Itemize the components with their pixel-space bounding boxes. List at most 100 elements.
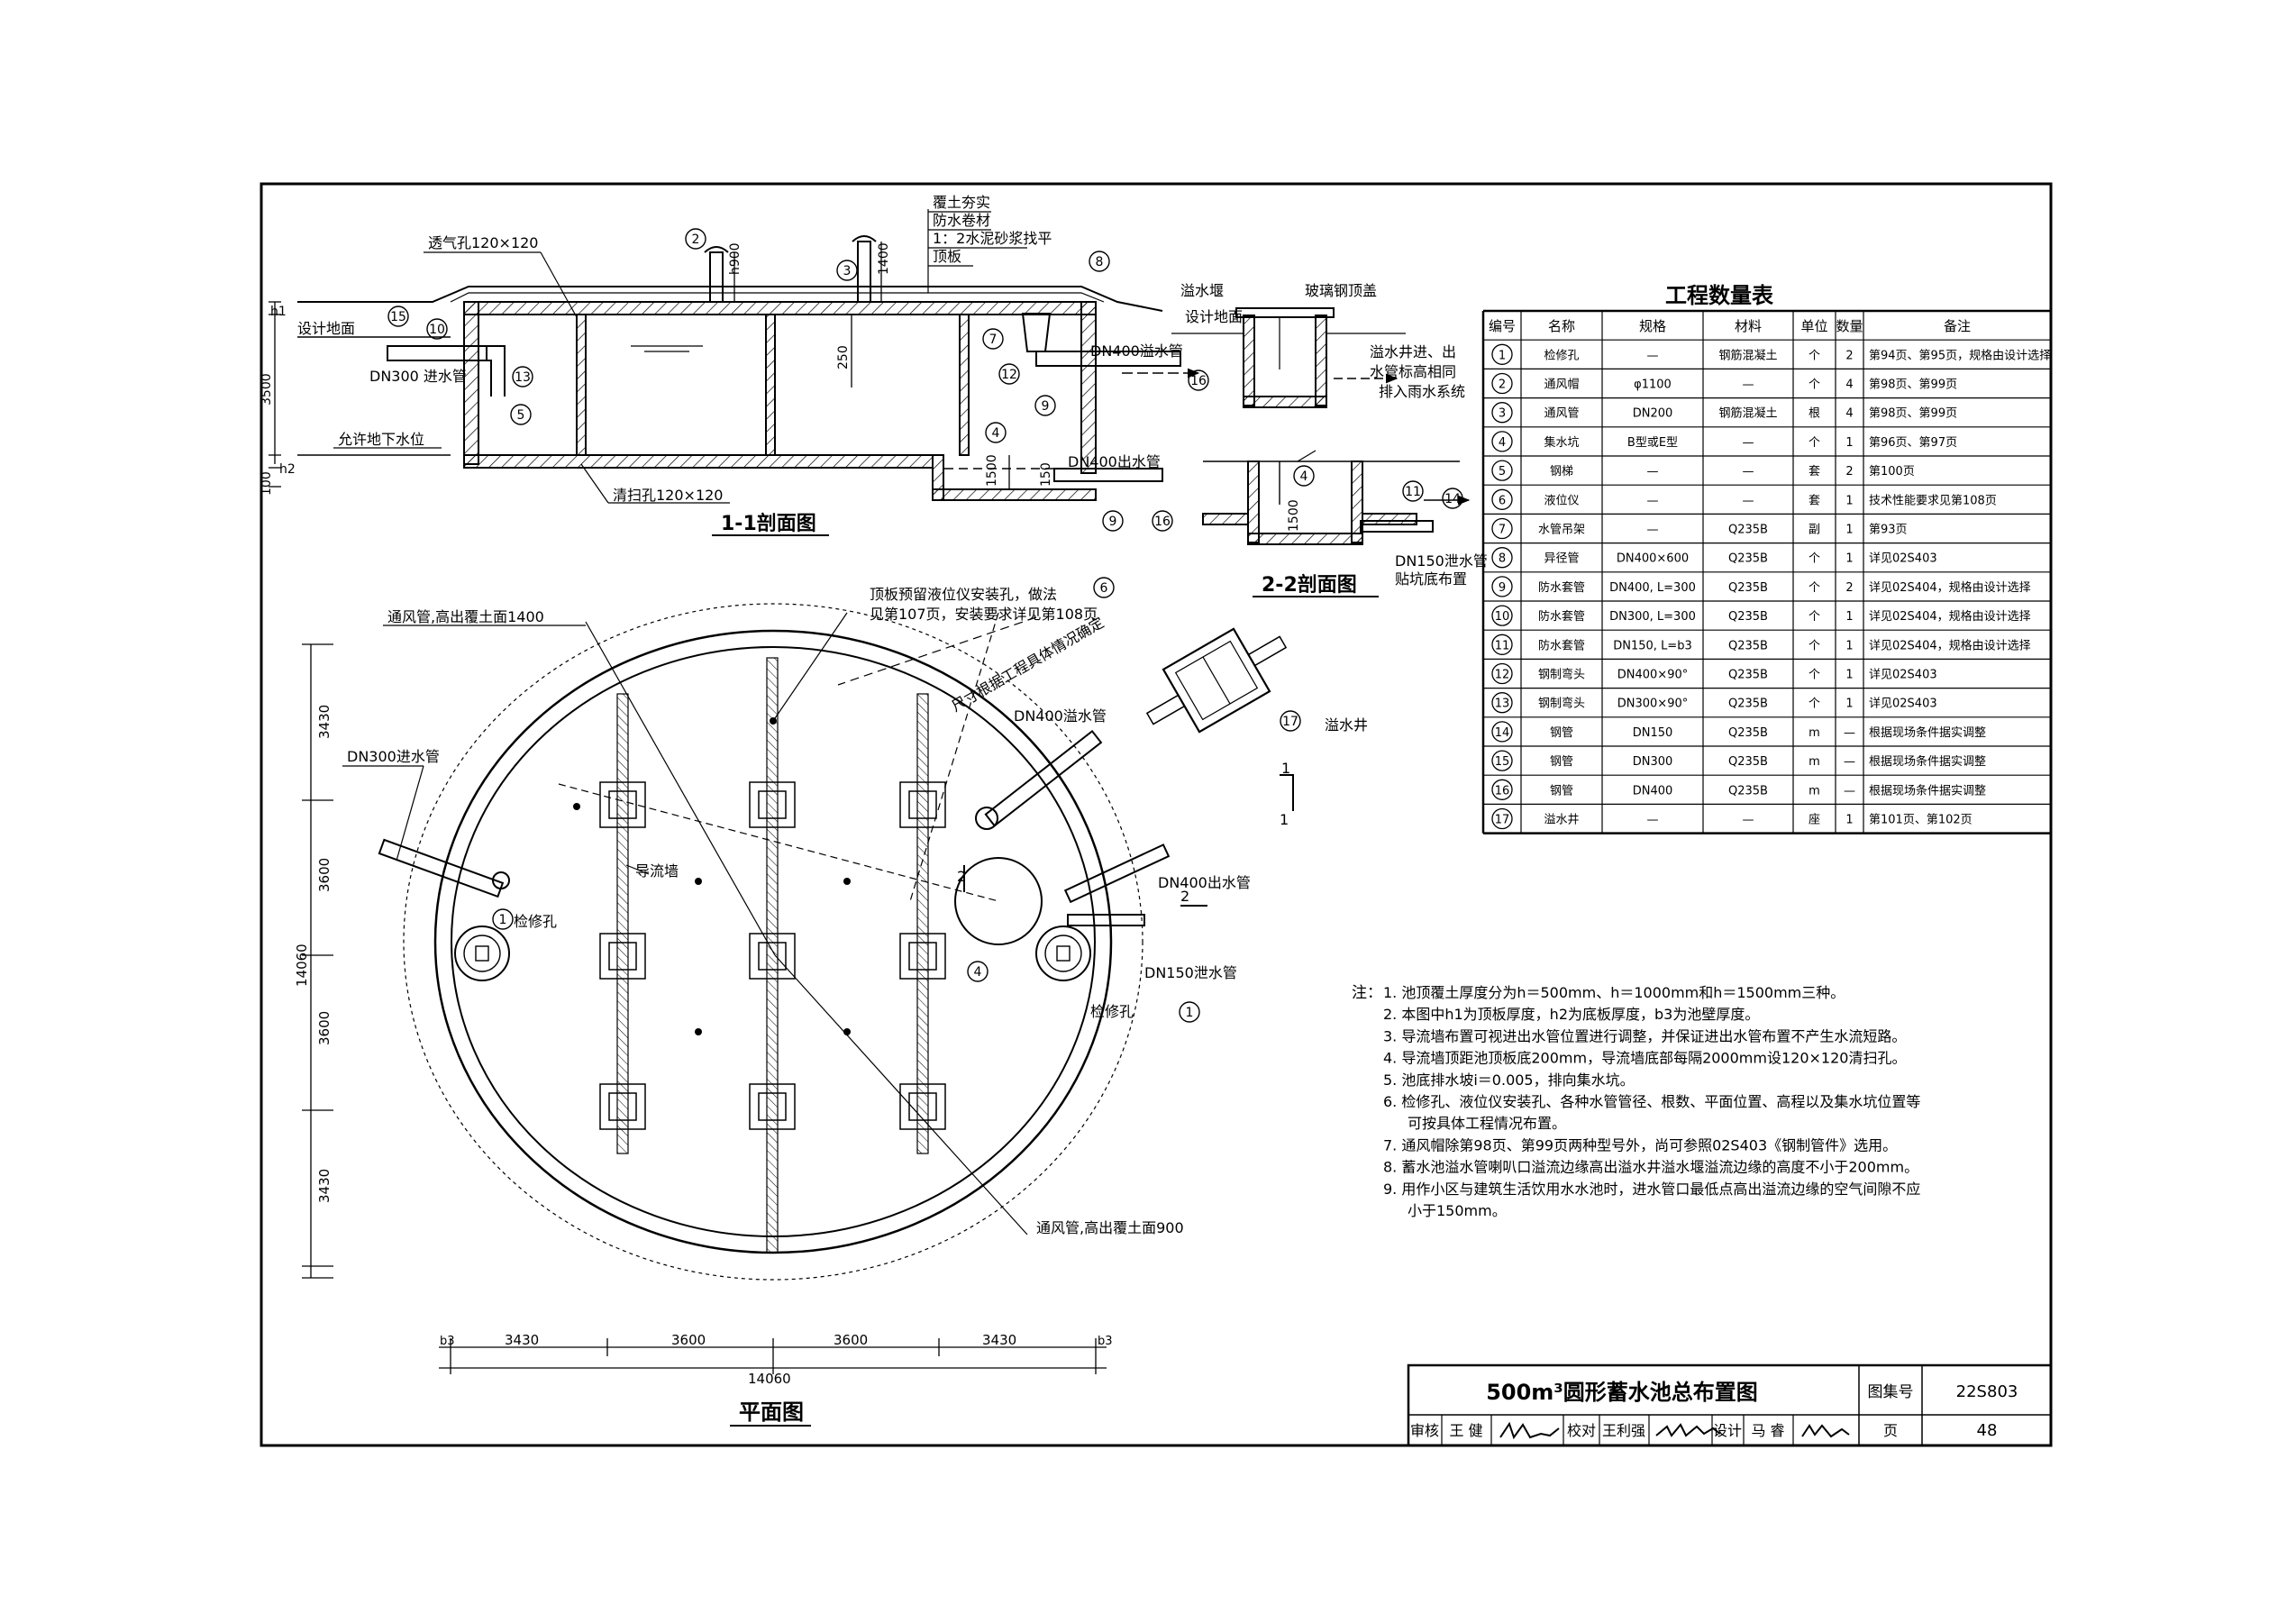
table-cell-number: 10 bbox=[1495, 610, 1510, 624]
callout-3: 3 bbox=[843, 264, 852, 278]
table-cell-number: 8 bbox=[1499, 552, 1506, 566]
groundwater-label: 允许地下水位 bbox=[338, 431, 424, 448]
dim-v-total: 14060 bbox=[294, 944, 310, 987]
design-label: 设计 bbox=[1713, 1422, 1742, 1439]
glass-cover-label: 玻璃钢顶盖 bbox=[1305, 282, 1377, 299]
section-1-1-title: 1-1剖面图 bbox=[721, 512, 816, 535]
table-number-circle bbox=[1491, 807, 1513, 830]
table-cell-number: 7 bbox=[1499, 524, 1506, 537]
note-line: 4. 导流墙顶距池顶板底200mm，导流墙底部每隔2000mm设120×120清… bbox=[1383, 1050, 1906, 1067]
callout-2-2-4: 4 bbox=[1300, 470, 1308, 484]
table-number-circle bbox=[1491, 750, 1513, 771]
guide-wall-label: 导流墙 bbox=[635, 862, 679, 880]
table-cell: 1 bbox=[1845, 669, 1853, 682]
table-cell: 1 bbox=[1845, 524, 1853, 537]
table-cell-number: 14 bbox=[1495, 726, 1510, 740]
dim-h2: h2 bbox=[279, 462, 296, 477]
table-cell: — bbox=[1743, 465, 1754, 479]
note-line: 5. 池底排水坡i＝0.005，排向集水坑。 bbox=[1383, 1071, 1635, 1089]
dim-h-3: 3600 bbox=[834, 1332, 868, 1348]
inlet-label-plan: DN300进水管 bbox=[347, 748, 440, 765]
section-2-2-title: 2-2剖面图 bbox=[1262, 573, 1357, 597]
table-cell: — bbox=[1743, 494, 1754, 507]
title-block bbox=[1407, 1363, 2053, 1447]
callout-13: 13 bbox=[515, 370, 531, 385]
callout-16: 16 bbox=[1190, 374, 1207, 388]
dim-h900: h900 bbox=[728, 242, 743, 275]
table-cell: DN300, L=300 bbox=[1609, 610, 1696, 624]
table-cell-number: 11 bbox=[1495, 639, 1510, 652]
table-cell: DN400 bbox=[1633, 784, 1673, 798]
table-cell: m bbox=[1809, 726, 1820, 740]
reviewer-name: 王 健 bbox=[1449, 1422, 1482, 1439]
table-cell-remark: 根据现场条件据实调整 bbox=[1869, 783, 1986, 798]
table-cell: Q235B bbox=[1728, 581, 1768, 595]
atlas-number: 22S803 bbox=[1956, 1382, 2018, 1401]
note-line: 3. 导流墙布置可视进出水管位置进行调整，并保证进出水管布置不产生水流短路。 bbox=[1383, 1027, 1906, 1044]
table-cell-number: 17 bbox=[1495, 814, 1510, 827]
table-cell: Q235B bbox=[1728, 610, 1768, 624]
callout-9b: 9 bbox=[1109, 515, 1117, 529]
inlet-label-section: DN300 进水管 bbox=[369, 368, 467, 385]
ground-label-2: 设计地面 bbox=[1185, 308, 1243, 325]
section-mark-1b: 1 bbox=[1280, 811, 1289, 828]
table-cell: Q235B bbox=[1728, 669, 1768, 682]
table-cell: 1 bbox=[1845, 698, 1853, 711]
table-cell: φ1100 bbox=[1634, 378, 1672, 392]
rain-label: 排入雨水系统 bbox=[1379, 383, 1465, 400]
callout-9: 9 bbox=[1042, 399, 1050, 414]
table-number-circle bbox=[1491, 431, 1513, 452]
note-line: 7. 通风帽除第98页、第99页两种型号外，尚可参照02S403《钢制管件》选用… bbox=[1383, 1136, 1897, 1153]
layer-label-1: 覆土夯实 bbox=[933, 194, 990, 211]
table-cell: 个 bbox=[1809, 552, 1820, 566]
table-cell: 个 bbox=[1809, 698, 1820, 711]
table-cell: 4 bbox=[1845, 378, 1853, 392]
outlet-pipe-label: DN400出水管 bbox=[1068, 453, 1161, 470]
table-cell: 1 bbox=[1845, 494, 1853, 507]
dim-h-total: 14060 bbox=[748, 1371, 791, 1387]
dim-b3-right: b3 bbox=[1098, 1335, 1113, 1348]
table-cell-remark: 详见02S404，规格由设计选择 bbox=[1869, 638, 2031, 652]
table-cell: 液位仪 bbox=[1544, 494, 1579, 507]
table-cell: — bbox=[1647, 349, 1659, 362]
dim-1500-2-2: 1500 bbox=[1287, 499, 1301, 532]
table-cell: DN300×90° bbox=[1617, 698, 1688, 711]
section-mark-2b: 2 bbox=[1180, 888, 1189, 905]
table-cell-number: 15 bbox=[1495, 755, 1510, 769]
table-cell: 钢筋混凝土 bbox=[1718, 348, 1777, 362]
check-label: 校对 bbox=[1567, 1422, 1596, 1439]
table-cell: 异径管 bbox=[1544, 552, 1579, 566]
section-mark-2: 2 bbox=[957, 868, 966, 885]
callout-12: 12 bbox=[1001, 368, 1017, 382]
table-number-circle bbox=[1491, 662, 1513, 685]
manhole-label-right: 检修孔 bbox=[1090, 1003, 1134, 1020]
table-cell: 集水坑 bbox=[1544, 435, 1579, 450]
dim-h-1: 3430 bbox=[505, 1332, 539, 1348]
table-cell: 1 bbox=[1845, 552, 1853, 566]
table-cell: 钢梯 bbox=[1550, 465, 1573, 479]
dim-250: 250 bbox=[836, 345, 851, 369]
table-cell: m bbox=[1809, 784, 1820, 798]
table-cell: 钢制弯头 bbox=[1538, 697, 1585, 711]
table-cell-number: 4 bbox=[1499, 436, 1506, 450]
table-cell-number: 13 bbox=[1495, 698, 1510, 711]
table-header-cell: 单位 bbox=[1800, 318, 1827, 334]
table-cell: DN150 bbox=[1633, 726, 1673, 740]
table-cell: m bbox=[1809, 755, 1820, 769]
table-cell: — bbox=[1743, 814, 1754, 827]
dim-h-2: 3600 bbox=[671, 1332, 706, 1348]
table-cell: 根 bbox=[1809, 407, 1820, 421]
note-line: 可按具体工程情况布置。 bbox=[1408, 1115, 1566, 1132]
table-cell: 防水套管 bbox=[1538, 638, 1585, 652]
table-cell: 个 bbox=[1809, 378, 1820, 392]
callout-2-2-14: 14 bbox=[1444, 492, 1461, 506]
table-cell: — bbox=[1647, 524, 1659, 537]
table-cell-remark: 详见02S404，规格由设计选择 bbox=[1869, 609, 2031, 624]
table-cell: 防水套管 bbox=[1538, 580, 1585, 595]
table-cell: 套 bbox=[1809, 493, 1820, 507]
callout-4: 4 bbox=[992, 426, 1000, 441]
table-cell: — bbox=[1647, 814, 1659, 827]
table-cell: 通风帽 bbox=[1544, 378, 1579, 392]
table-cell: 1 bbox=[1845, 814, 1853, 827]
callout-8: 8 bbox=[1096, 255, 1104, 269]
